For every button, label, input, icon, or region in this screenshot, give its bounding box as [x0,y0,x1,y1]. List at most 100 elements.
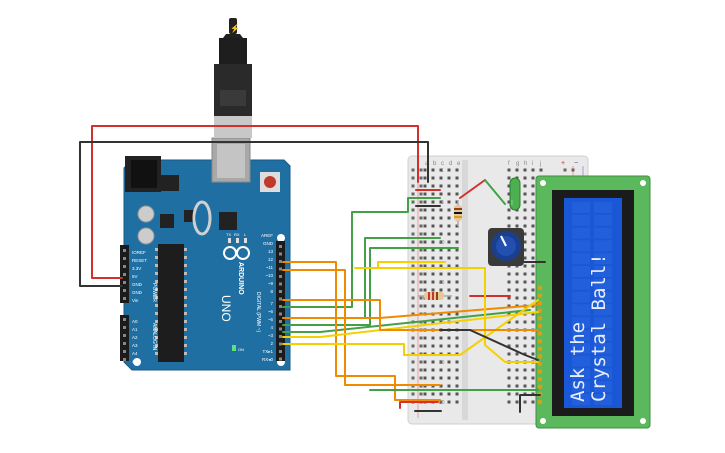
digital-header-label: DIGITAL (PWM ~) [255,292,261,332]
row-number: 15 [439,280,445,286]
crystal-oscillator [192,200,212,236]
pin-label: TX▸1 [262,349,273,354]
pin-label: 5V [132,274,138,279]
column-label: b [433,161,437,167]
led-label: L [244,232,247,237]
lightning-icon: ⚡ [230,23,240,33]
resistor-1[interactable] [454,200,462,226]
arduino-logo [223,246,250,260]
voltage-regulator [161,175,179,191]
pin-label: IOREF [132,250,146,255]
pin-label: A1 [132,327,138,332]
pin-label: ~10 [265,273,273,278]
lcd-module[interactable]: Ask the Crystal Ball! [535,175,651,429]
capacitor [137,205,155,223]
wire-green-4 [282,309,531,333]
on-led-label: ON [238,347,244,352]
arduino-model: UNO [219,295,233,322]
wire-green-3 [282,247,459,326]
pin-label: ~9 [268,281,274,286]
pin-label: 13 [268,249,274,254]
pin-label: A2 [132,335,138,340]
capacitor [137,227,155,245]
on-led [232,345,236,351]
rail-plus-label: + [561,160,565,167]
power-header-label: POWER [151,283,157,302]
wire-yellow-3 [354,261,446,269]
pin-label: ~11 [266,265,274,270]
lcd-line-2: Crystal Ball! [588,253,610,402]
pin-label: GND [132,290,143,295]
resistor-2[interactable] [418,292,452,300]
pin-label: 8 [270,289,273,294]
pin-label: 4 [270,325,273,330]
rail-minus-label: − [574,160,578,167]
pin-label: AREF [261,233,273,238]
analog-header [120,315,129,361]
pin-label: 7 [270,301,273,306]
svg-text:○○: ○○ [509,200,514,205]
column-label: g [516,161,519,167]
wire-diag-red [459,179,486,199]
mount-hole [277,234,285,242]
lcd-character-cells [572,202,612,405]
row-number: 25 [439,360,445,366]
pin-label: GND [132,282,143,287]
column-label: i [532,161,533,167]
wire-5v [91,125,419,279]
power-pin-labels: IOREF RESET 3.3V 5V GND GND Vin [132,250,147,303]
row-number: 5 [441,200,444,206]
pin-label: ~3 [268,333,274,338]
pin-label: 12 [268,257,274,262]
pin-label: RESET [132,258,147,263]
pin-label: A3 [132,343,138,348]
wire-green-1 [282,197,441,308]
wire-bottom-red [399,401,439,409]
usb-chip [219,212,237,230]
pin-label: RX◂0 [262,357,274,362]
wires [79,125,546,413]
column-label: j [539,161,541,167]
pin-label: GND [263,241,274,246]
analog-header-label: ANALOG IN [151,323,157,351]
pin-label: A0 [132,319,138,324]
status-leds: TX RX L ON [226,232,247,352]
wire-black-2 [439,329,539,361]
potentiometer[interactable] [488,228,524,266]
column-label: d [449,161,452,167]
digital-header [276,241,285,361]
column-label: h [524,161,527,167]
pin-label: ~6 [268,309,274,314]
wire-yellow-1 [282,311,539,338]
row-number: 30 [439,400,445,406]
tilt-switch[interactable]: ○○ [509,177,521,211]
row-number: 1 [441,168,444,174]
pin-label: A5 [132,359,138,364]
lcd-line-1: Ask the [567,322,589,402]
column-label: c [441,161,444,167]
digital-pin-labels: AREF GND 13 12 ~11 ~10 ~9 8 7 ~6 ~5 4 ~3… [261,233,274,362]
pin-label: ~5 [268,317,274,322]
wire-diag-green [484,179,506,205]
column-label: f [508,161,510,167]
row-number: 10 [439,240,445,246]
analog-pin-labels: A0 A1 A2 A3 A4 A5 [132,319,138,364]
usb-cable: ⚡ [214,18,252,138]
led-label: RX [234,232,240,237]
mount-hole [133,358,141,366]
breadboard-column-labels: a b c d e f g h i j + − [425,160,578,167]
pin-label: A4 [132,351,138,356]
wire-yellow-4 [377,267,539,363]
wire-gnd [79,141,429,287]
wire-orange-1 [282,261,441,401]
pin-label: Vin [132,298,139,303]
pin-label: 2 [270,341,273,346]
wire-orange-2 [282,269,441,386]
wire-black-4 [519,394,541,413]
pin-label: 3.3V [132,266,141,271]
arduino-brand: ARDUINO [237,262,244,295]
atmega-chip [158,244,184,362]
arduino-uno-board[interactable]: ARDUINO UNO POWER ANALOG IN DIGITAL (PWM… [120,137,291,371]
led-label: TX [226,232,231,237]
